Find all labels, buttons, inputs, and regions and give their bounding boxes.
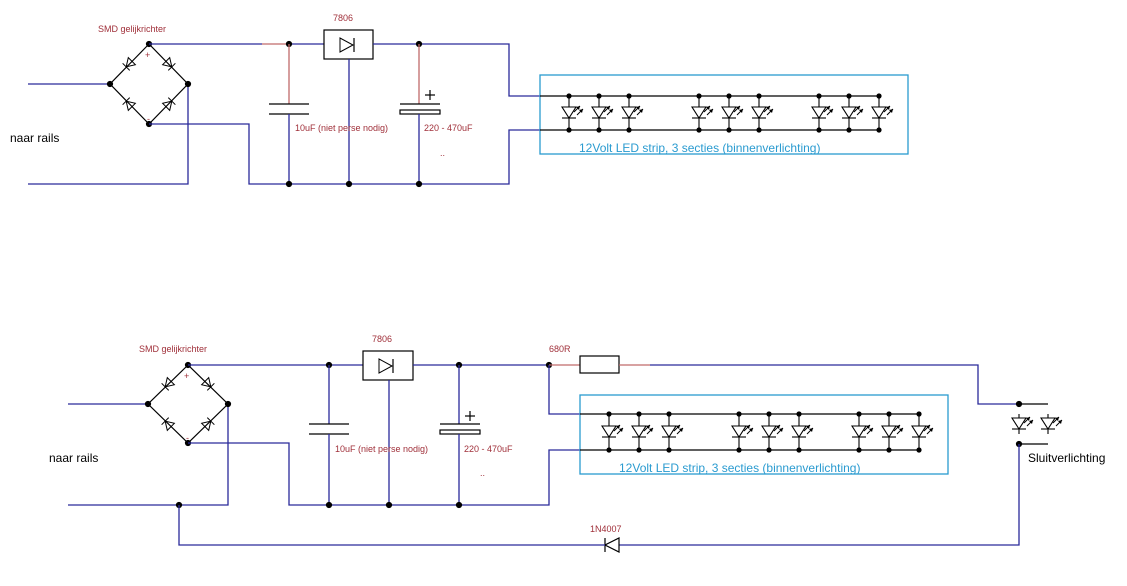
top-regulator-label: 7806 xyxy=(333,13,353,23)
top-rail-wire-2 xyxy=(28,84,189,185)
bottom-led-2 xyxy=(631,421,654,443)
top-cap-10uf xyxy=(269,40,309,188)
top-bridge-minus: - xyxy=(147,114,150,124)
bottom-minus-wire xyxy=(188,442,580,506)
bottom-circuit: SMD gelijkrichter + - 7806 10uF (niet pe… xyxy=(49,334,1105,553)
bottom-resistor-label: 680R xyxy=(549,344,571,354)
bottom-diode-1n4007 xyxy=(603,537,620,553)
bottom-strip-label: 12Volt LED strip, 3 secties (binnenverli… xyxy=(619,461,860,475)
top-output-wire xyxy=(373,43,540,97)
bottom-bridge-label: SMD gelijkrichter xyxy=(139,344,207,354)
bottom-led-7 xyxy=(851,421,874,443)
top-cap1-label: 10uF (niet perse nodig) xyxy=(295,123,388,133)
bottom-led-4 xyxy=(731,421,754,443)
bottom-led-6 xyxy=(791,421,814,443)
bottom-led-9 xyxy=(911,421,934,443)
top-led-1 xyxy=(561,102,584,124)
bottom-diode-label: 1N4007 xyxy=(590,524,622,534)
top-led-strip-box xyxy=(539,74,909,155)
bottom-cap-electrolytic xyxy=(439,361,481,509)
top-cap2-note: .. xyxy=(440,148,445,158)
bottom-tail-lights xyxy=(1011,400,1063,448)
bottom-rails-label: naar rails xyxy=(49,451,98,465)
bottom-rail-wire-2 xyxy=(68,404,229,506)
top-regulator-7806 xyxy=(323,29,374,188)
top-circuit: SMD gelijkrichter + - 7806 10uF (niet pe… xyxy=(10,13,909,188)
bottom-led-3 xyxy=(661,421,684,443)
bottom-regulator-label: 7806 xyxy=(372,334,392,344)
top-bridge-label: SMD gelijkrichter xyxy=(98,24,166,34)
top-led-5 xyxy=(721,102,744,124)
top-led-strip xyxy=(540,93,894,133)
bottom-bridge-plus: + xyxy=(184,371,189,381)
top-led-9 xyxy=(871,102,894,124)
top-led-8 xyxy=(841,102,864,124)
bottom-return-wire xyxy=(619,444,1020,546)
top-led-4 xyxy=(691,102,714,124)
top-cap-electrolytic xyxy=(399,40,441,188)
bottom-led-5 xyxy=(761,421,784,443)
bottom-cap2-label: 220 - 470uF xyxy=(464,444,513,454)
top-led-6 xyxy=(751,102,774,124)
bottom-tail-label: Sluitverlichting xyxy=(1028,451,1105,465)
top-minus-wire xyxy=(149,123,540,185)
bottom-led-strip xyxy=(580,411,934,453)
top-bridge-plus: + xyxy=(145,50,150,60)
top-strip-label: 12Volt LED strip, 3 secties (binnenverli… xyxy=(579,141,820,155)
bottom-regulator-7806 xyxy=(362,350,414,509)
top-led-2 xyxy=(591,102,614,124)
bottom-cap2-note: .. xyxy=(480,468,485,478)
bottom-resistor-680r xyxy=(579,355,620,374)
bottom-led-strip-box xyxy=(579,394,949,475)
top-led-7 xyxy=(811,102,834,124)
bottom-resistor-wire xyxy=(650,364,1019,405)
bottom-bridge-minus: - xyxy=(186,433,189,443)
top-rails-label: naar rails xyxy=(10,131,59,145)
bottom-led-8 xyxy=(881,421,904,443)
top-led-3 xyxy=(621,102,644,124)
bottom-cap-10uf xyxy=(309,361,349,509)
bottom-cap1-label: 10uF (niet perse nodig) xyxy=(335,444,428,454)
bottom-led-1 xyxy=(601,421,624,443)
top-cap2-label: 220 - 470uF xyxy=(424,123,473,133)
